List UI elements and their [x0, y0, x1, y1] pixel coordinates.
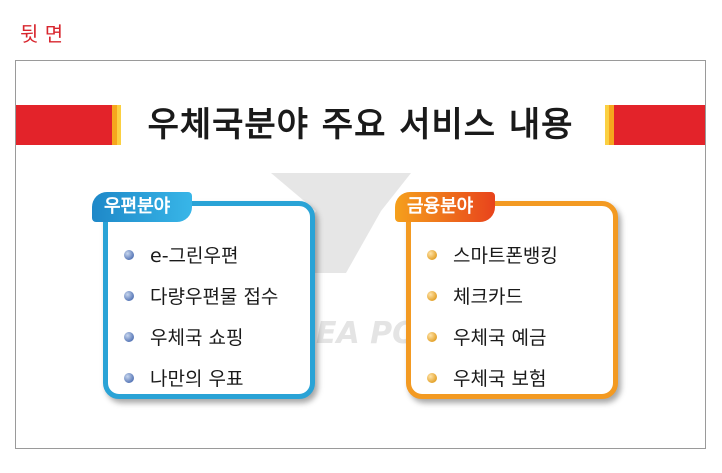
bullet-icon	[124, 290, 134, 301]
list-item: 우체국 보험	[427, 357, 558, 398]
bullet-icon	[427, 249, 437, 260]
service-label: 다량우편물 접수	[150, 286, 279, 308]
bullet-icon	[124, 372, 134, 383]
list-item: 나만의 우표	[124, 357, 278, 398]
service-label: 스마트폰뱅킹	[453, 245, 558, 267]
title-bar-decoration	[16, 105, 705, 145]
financial-tag: 금융분야	[395, 192, 496, 222]
service-label: 체크카드	[453, 286, 523, 308]
list-item: 우체국 쇼핑	[124, 316, 278, 357]
service-label: 우체국 보험	[453, 368, 547, 390]
list-item: 다량우편물 접수	[124, 275, 278, 316]
service-label: 우체국 예금	[453, 327, 547, 349]
bullet-icon	[427, 290, 437, 301]
slide-title: 우체국분야 주요 서비스 내용	[147, 105, 574, 145]
bullet-icon	[124, 331, 134, 342]
service-label: 우체국 쇼핑	[150, 327, 244, 349]
list-item: 체크카드	[427, 275, 558, 316]
list-item: 우체국 예금	[427, 316, 558, 357]
watermark-text: EA PO	[316, 316, 418, 351]
bullet-icon	[427, 331, 437, 342]
list-item: e-그린우편	[124, 234, 278, 275]
bullet-icon	[427, 372, 437, 383]
financial-service-list: 스마트폰뱅킹 체크카드 우체국 예금 우체국 보험	[427, 234, 558, 398]
slide-frame: EA PO 우체국분야 주요 서비스 내용 우편분야 e-그린우편 다량우편물 …	[15, 60, 706, 449]
list-item: 스마트폰뱅킹	[427, 234, 558, 275]
financial-services-panel: 금융분야 스마트폰뱅킹 체크카드 우체국 예금 우체국 보험	[395, 192, 618, 399]
bullet-icon	[124, 249, 134, 260]
service-label: 나만의 우표	[150, 368, 244, 390]
page-side-label: 뒷 면	[20, 22, 64, 46]
postal-tag: 우편분야	[92, 192, 193, 222]
postal-services-panel: 우편분야 e-그린우편 다량우편물 접수 우체국 쇼핑 나만의 우표	[92, 192, 315, 399]
service-label: e-그린우편	[150, 245, 239, 267]
postal-service-list: e-그린우편 다량우편물 접수 우체국 쇼핑 나만의 우표	[124, 234, 278, 398]
